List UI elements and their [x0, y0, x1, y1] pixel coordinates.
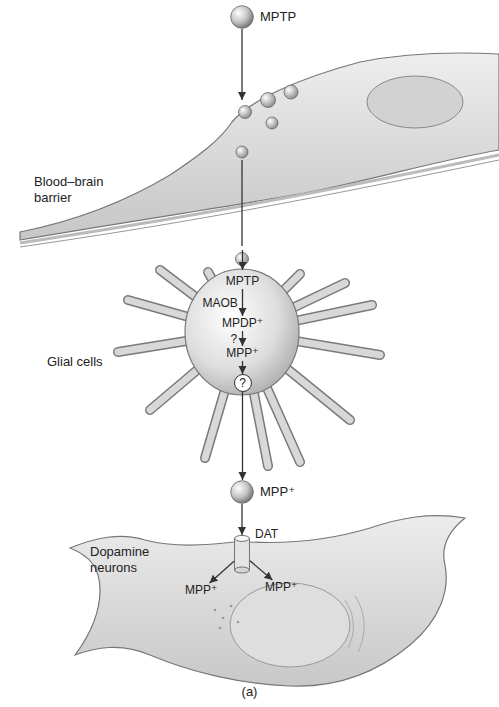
molecule-ball: [261, 93, 276, 108]
molecule-ball-outline: [230, 5, 254, 29]
transporter-cylinder-outline: [234, 535, 250, 573]
edge-label: MAOB: [203, 296, 238, 310]
neuron-nucleus: [230, 583, 350, 667]
transporter-top: [235, 535, 250, 541]
transport-line: [241, 160, 242, 246]
dopamine-neuron: Dopamine neurons DAT MPP⁺ MPP⁺: [60, 520, 480, 690]
endothelial-cell: [20, 53, 499, 240]
basement-membrane: [20, 155, 499, 243]
molecule-ball: [231, 481, 254, 504]
flow-arrow: [242, 392, 243, 480]
molecule-ball: [236, 146, 248, 158]
flow-arrow: [241, 504, 242, 535]
molecule-label: MPTP: [226, 274, 259, 289]
node-text: Blood–brain barrier: [34, 174, 124, 205]
node-text: MPP⁺: [185, 583, 217, 597]
molecule-ball: [236, 253, 249, 266]
node-text: DAT: [255, 527, 295, 541]
node-text: MPDP⁺: [222, 316, 263, 330]
unknown-step-circle: ?: [234, 374, 252, 392]
glial-cell: Glial cellsMPTPMPDP⁺MPP⁺?: [115, 270, 370, 470]
transporter-bottom: [235, 567, 250, 573]
flow-arrow: [242, 331, 243, 346]
glial-body: [185, 269, 299, 395]
molecule-label: MPP⁺: [226, 346, 258, 361]
flow-arrow: [250, 561, 272, 580]
molecule-ball-outline: [230, 480, 254, 504]
molecule-ball: [239, 106, 252, 119]
contour-line: [355, 596, 364, 652]
node-text: MPTP: [260, 9, 320, 25]
transporter-cylinder: DAT: [234, 535, 250, 573]
node-text: MPP⁺: [226, 346, 258, 360]
vesicle-dot: [214, 609, 217, 612]
flow-arrow: [210, 561, 234, 583]
vesicle-dot: [237, 621, 240, 624]
node-text: Dopamine neurons: [90, 544, 170, 575]
flow-arrow: [242, 361, 243, 374]
node-text: Glial cells: [47, 354, 119, 370]
molecule-label: MPP⁺: [185, 583, 217, 598]
molecule-label: MPDP⁺: [222, 316, 263, 331]
transporter-body: [235, 538, 250, 570]
cell-nucleus: [367, 76, 463, 128]
flow-arrow: [242, 250, 243, 270]
molecule-ball: MPP⁺: [230, 480, 254, 504]
edge-label: ?: [231, 332, 238, 346]
vesicle-dot: [219, 627, 222, 630]
vesicle-dot: [230, 605, 233, 608]
molecule-ball: [284, 85, 298, 99]
glial-cell-outline: [115, 270, 370, 470]
molecule-label: MPP⁺: [265, 580, 297, 595]
molecule-ball: MPTP: [230, 5, 254, 29]
contour-line: [345, 600, 353, 648]
flow-arrow: [241, 29, 242, 100]
neuron-body: [70, 516, 465, 687]
node-text: MPTP: [226, 274, 259, 288]
molecule-ball: [266, 117, 278, 129]
figure-caption: (a): [0, 684, 499, 699]
node-text: MPP⁺: [265, 580, 297, 594]
molecule-ball: [231, 6, 254, 29]
barrier-cell: Blood–brain barrier: [20, 100, 499, 250]
node-text: ?: [239, 376, 246, 390]
vesicle-dot: [222, 617, 225, 620]
flow-arrow: [242, 289, 243, 316]
node-text: MPP⁺: [260, 484, 320, 500]
